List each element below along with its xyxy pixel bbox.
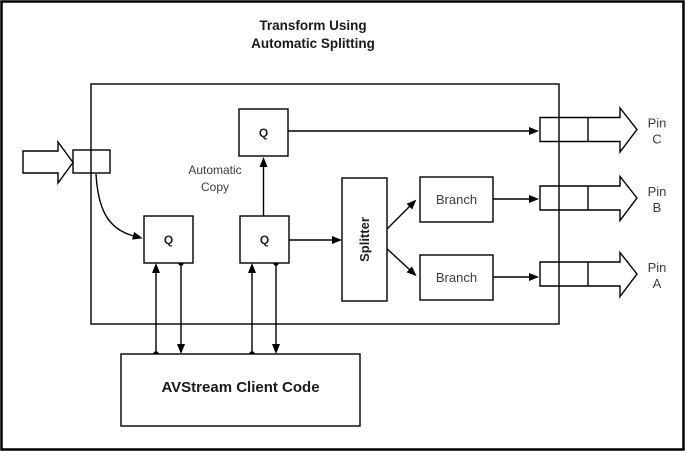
- branch-label: Branch: [436, 192, 477, 207]
- branch-box-top: Branch: [419, 176, 494, 223]
- splitter-label: Splitter: [357, 217, 372, 262]
- arrow-splitter-to-branch-bottom: [383, 245, 417, 277]
- filter-boundary: [90, 83, 560, 325]
- queue-label: Q: [259, 126, 268, 140]
- queue-label: Q: [260, 233, 269, 247]
- automatic-copy-label-line2: Copy: [201, 180, 229, 194]
- arrow-input-to-queue: [95, 173, 143, 240]
- client-code-box: AVStream Client Code: [120, 353, 361, 427]
- queue-label: Q: [164, 233, 173, 247]
- queue-box-left: Q: [143, 215, 194, 264]
- queue-box-center: Q: [239, 215, 290, 264]
- pin-a-letter: A: [653, 276, 662, 291]
- pin-a-label: Pin: [648, 260, 667, 275]
- pin-c-label: Pin: [648, 116, 667, 131]
- page-title-line2: Automatic Splitting: [251, 36, 375, 51]
- client-code-label: AVStream Client Code: [161, 379, 319, 396]
- branch-box-bottom: Branch: [419, 254, 494, 301]
- pin-a: Pin A: [539, 250, 667, 299]
- splitter-box: Splitter: [341, 177, 388, 302]
- pin-b-label: Pin: [648, 184, 667, 199]
- page-title: Transform Using: [259, 18, 366, 33]
- pin-b-arrow: [539, 174, 638, 223]
- automatic-copy-label: Automatic: [188, 163, 241, 177]
- pin-c-arrow: [539, 105, 638, 155]
- input-pin-connection: [72, 149, 111, 174]
- branch-label: Branch: [436, 270, 477, 285]
- pin-a-arrow: [539, 250, 638, 299]
- input-flow-arrow: [22, 139, 74, 186]
- queue-box-top: Q: [238, 108, 289, 157]
- arrow-splitter-to-branch-top: [383, 199, 417, 233]
- pin-c: Pin C: [539, 105, 667, 155]
- pin-b: Pin B: [539, 174, 667, 223]
- pin-b-letter: B: [653, 200, 662, 215]
- pin-c-letter: C: [652, 132, 661, 147]
